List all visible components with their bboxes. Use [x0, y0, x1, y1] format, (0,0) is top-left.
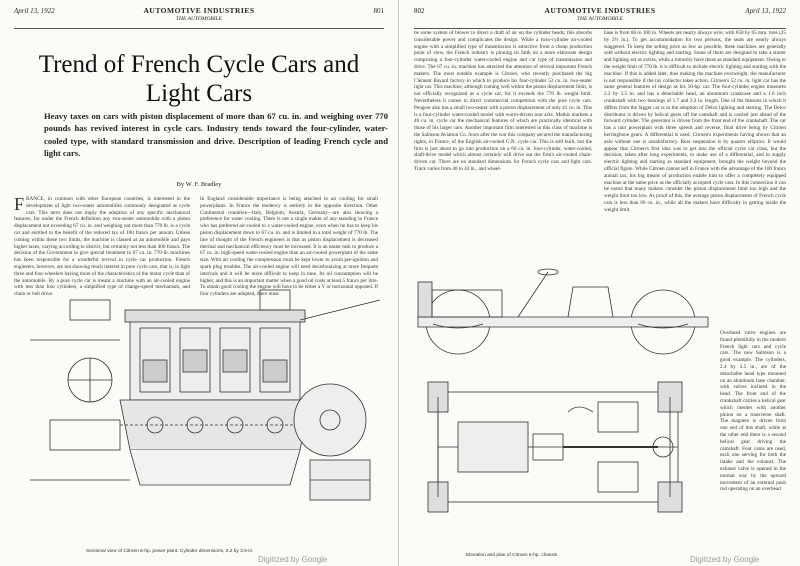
right-page: 802 AUTOMOTIVE INDUSTRIES THE AUTOMOBILE…: [400, 0, 800, 566]
issue-date: April 13, 1922: [745, 7, 786, 15]
watermark-right: Digitized by Google: [690, 555, 760, 564]
right-column-2-continued: Overhead valve engines are found plentif…: [720, 330, 786, 493]
article-title: Trend of French Cycle Cars and Light Car…: [38, 51, 360, 107]
article-byline: By W. F. Bradley: [176, 181, 222, 188]
right-column-1: be some system of blower to direct a dra…: [414, 30, 592, 172]
chassis-elevation-and-plan-illustration: [417, 268, 709, 513]
left-column-1-text: RANCE, in common with other European cou…: [14, 196, 190, 298]
page-number: 801: [373, 7, 385, 15]
publication-name: AUTOMOTIVE INDUSTRIES: [143, 6, 255, 15]
right-figure-caption: Elevation and plan of Citroen 5-hp. chas…: [466, 553, 558, 558]
right-page-header: 802 AUTOMOTIVE INDUSTRIES THE AUTOMOBILE…: [414, 6, 786, 29]
publication-subtitle: THE AUTOMOBILE: [576, 16, 624, 22]
left-page-header: April 13, 1922 AUTOMOTIVE INDUSTRIES THE…: [14, 6, 384, 29]
left-column-2: In England considerable importance is be…: [200, 196, 378, 298]
publication-name: AUTOMOTIVE INDUSTRIES: [544, 6, 656, 15]
left-page: April 13, 1922 AUTOMOTIVE INDUSTRIES THE…: [0, 0, 399, 566]
left-column-1: F RANCE, in common with other European c…: [14, 194, 190, 356]
right-column-2: base is from 86 to 100 in. Wheels are ne…: [604, 30, 786, 213]
publication-subtitle: THE AUTOMOBILE: [175, 16, 223, 22]
watermark-left: Digitized by Google: [258, 555, 328, 564]
left-figure-caption: Sectional view of Citroen 5-hp. power pl…: [86, 549, 254, 554]
page-number: 802: [414, 7, 425, 15]
article-deck: Heavy taxes on cars with piston displace…: [44, 111, 388, 159]
engine-sectional-view-illustration: [30, 289, 381, 501]
issue-date: April 13, 1922: [14, 7, 55, 15]
drop-cap: F: [14, 194, 25, 214]
